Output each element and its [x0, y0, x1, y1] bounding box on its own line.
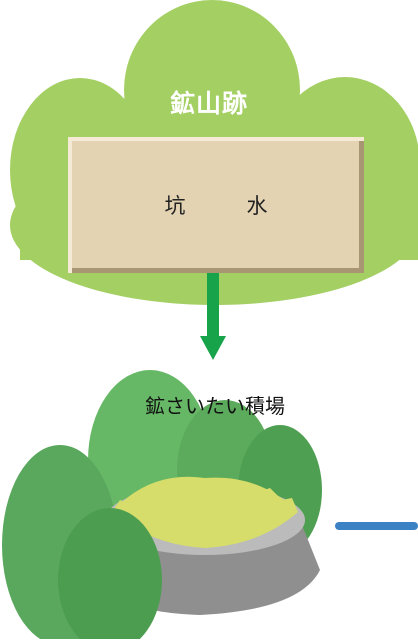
flow-arrow-down	[200, 273, 226, 360]
front-hill	[58, 508, 162, 643]
pit-water-label: 坑 水	[164, 194, 288, 218]
flow-line-out	[335, 522, 418, 530]
mine-site-title: 鉱山跡	[169, 89, 248, 118]
pit-water-box: 坑 水	[68, 137, 364, 273]
waste-heap-title: 鉱さいたい積場	[145, 394, 285, 418]
